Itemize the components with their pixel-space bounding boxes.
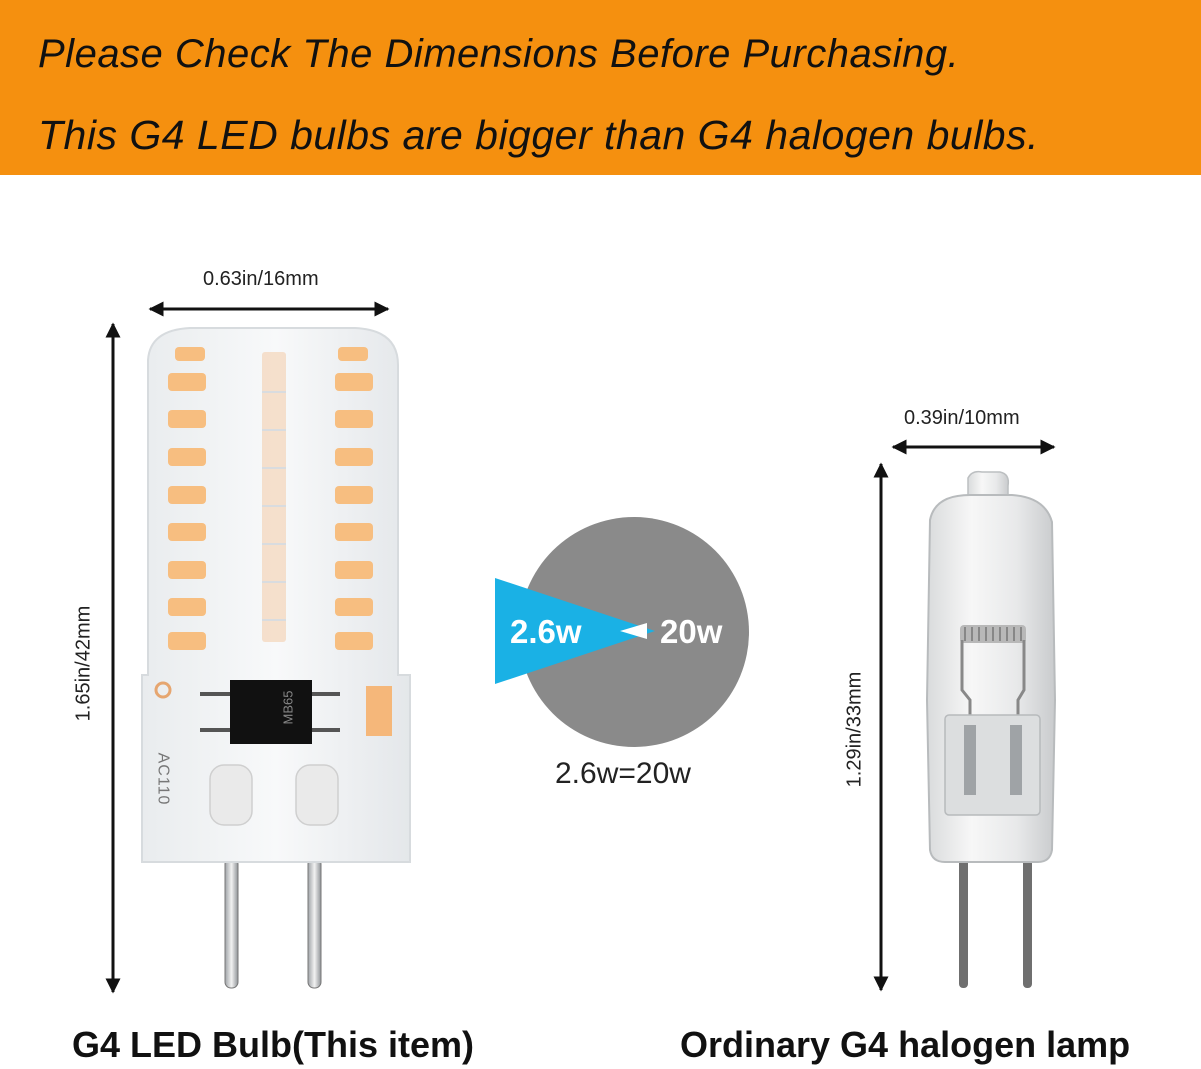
warning-banner: Please Check The Dimensions Before Purch… — [0, 0, 1201, 175]
led-watt-label: 2.6w — [510, 613, 582, 650]
wattage-equation: 2.6w=20w — [555, 757, 691, 790]
halogen-bulb-caption: Ordinary G4 halogen lamp — [680, 1024, 1131, 1065]
led-watt-wedge — [495, 578, 655, 684]
led-width-label: 0.63in/16mm — [203, 268, 319, 290]
halogen-watt-label: 20w — [660, 613, 723, 650]
led-bulb-caption: G4 LED Bulb(This item) — [72, 1024, 475, 1065]
halogen-width-label: 0.39in/10mm — [904, 407, 1020, 429]
banner-line-dimensions: Please Check The Dimensions Before Purch… — [38, 32, 960, 76]
banner-line-size-note: This G4 LED bulbs are bigger than G4 hal… — [38, 112, 1039, 158]
